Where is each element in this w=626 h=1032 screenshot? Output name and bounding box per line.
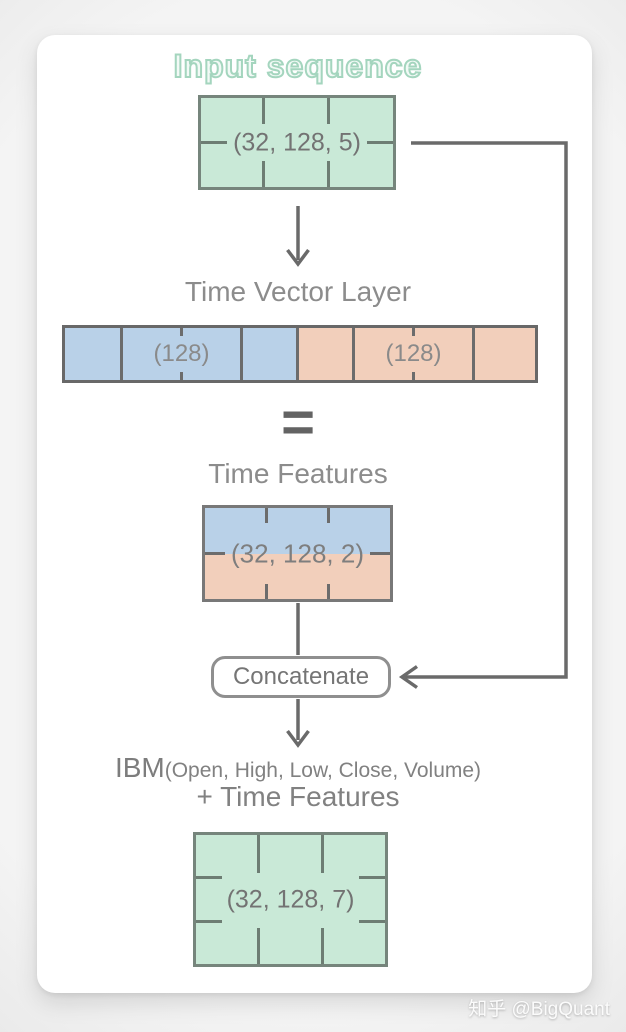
bar-cell-pink-2: (128) [355,328,475,380]
watermark: 知乎 @BigQuant [468,999,610,1020]
grid-tick [327,584,330,599]
grid-tick [265,508,268,523]
time-features-blue-half [205,508,390,554]
grid-tick [257,835,260,873]
grid-tick [321,928,324,964]
grid-tick [265,584,268,599]
grid-tick [180,328,183,336]
bar-cell-pink-1 [299,328,355,380]
grid-tick [205,552,225,555]
output-caption-line1: IBM(Open, High, Low, Close, Volume) [0,752,596,784]
grid-tick [367,141,393,144]
output-shape-label: (32, 128, 7) [226,885,355,913]
ticker-fields: (Open, High, Low, Close, Volume) [164,759,482,782]
grid-tick [359,876,385,879]
grid-tick [359,920,385,923]
input-shape-label: (32, 128, 5) [233,128,361,156]
grid-tick [327,98,330,124]
diagram-title: Input sequence [173,47,423,85]
time-features-box: (32, 128, 2) [202,505,393,602]
output-caption-line2: + Time Features [196,781,400,812]
bar-cell-blue-2: (128) [123,328,243,380]
grid-tick [196,876,222,879]
time-features-heading: Time Features [208,458,388,489]
concatenate-node: Concatenate [211,656,391,698]
grid-tick [412,328,415,336]
output-box: (32, 128, 7) [193,832,388,967]
grid-tick [412,372,415,380]
ticker-label: IBM [114,752,165,783]
grid-tick [327,508,330,523]
bar-cell-blue-3 [243,328,299,380]
blue-dim-label: (128) [153,340,210,367]
grid-tick [262,161,265,187]
input-sequence-box: (32, 128, 5) [198,95,396,190]
time-features-pink-half [205,553,390,599]
grid-tick [196,920,222,923]
pink-dim-label: (128) [385,340,442,367]
grid-tick [321,835,324,873]
time-vector-layer-heading: Time Vector Layer [184,276,412,307]
equals-sign: = [281,390,315,455]
time-features-shape-label: (32, 128, 2) [231,538,364,568]
bar-cell-blue-1 [65,328,123,380]
bar-cell-pink-3 [475,328,535,380]
grid-tick [201,141,227,144]
grid-tick [370,552,390,555]
grid-tick [180,372,183,380]
grid-tick [262,98,265,124]
grid-tick [257,928,260,964]
grid-tick [327,161,330,187]
time-vector-bar: (128) (128) [62,325,538,383]
